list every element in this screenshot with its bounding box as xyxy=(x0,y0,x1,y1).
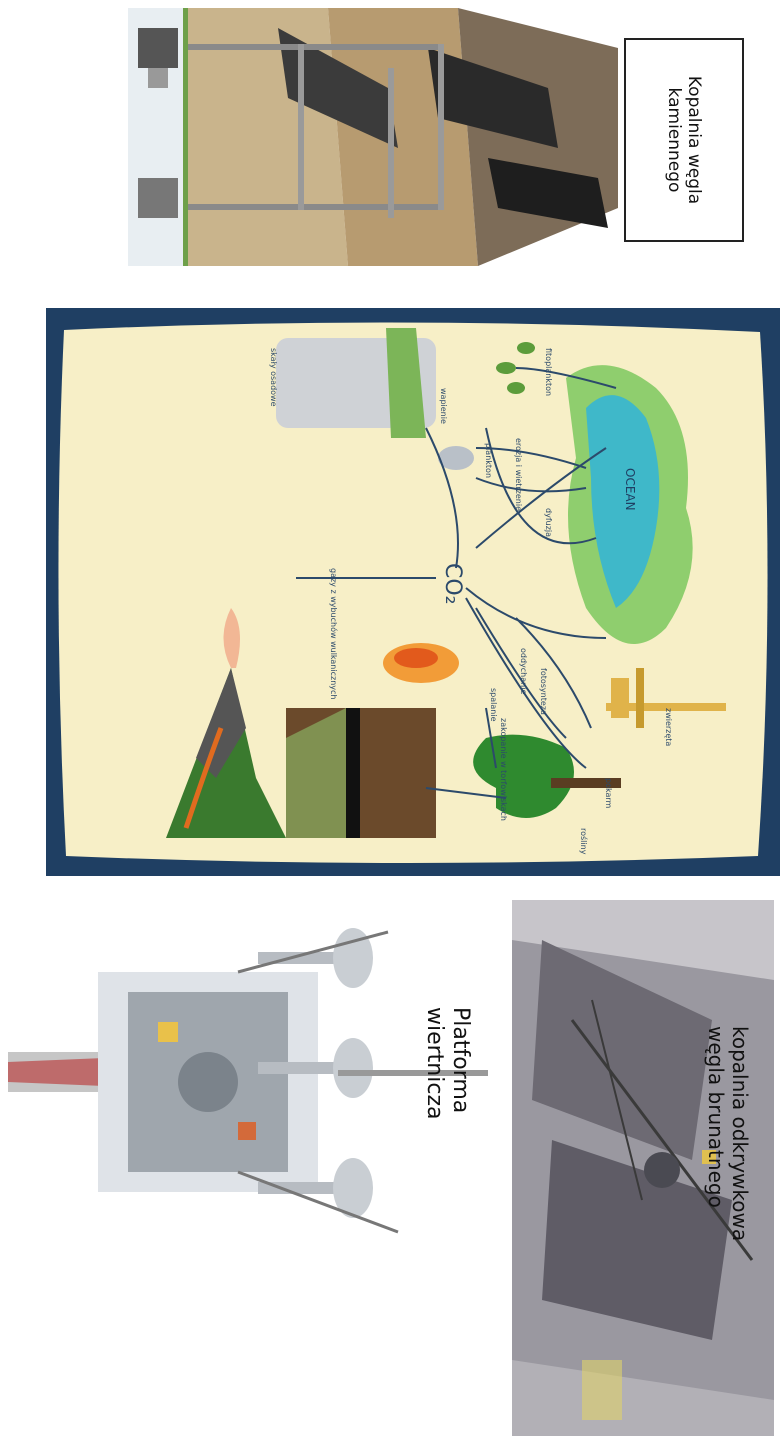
lignite-mine-photo: kopalnia odkrywkowa węgla brunatnego xyxy=(512,900,774,1436)
arrow-label-phytoplankton: fitoplankton xyxy=(544,348,553,396)
arrow-label-burning: spalanie xyxy=(489,688,498,722)
lignite-mine-label: kopalnia odkrywkowa węgla brunatnego xyxy=(696,1026,752,1306)
arrow-label-animals: zwierzęta xyxy=(664,708,673,746)
coal-mine-label: Kopalnia węgla kamiennego xyxy=(664,40,704,240)
ocean-label: OCEAN xyxy=(623,468,637,511)
arrow-label-diffusion: dyfuzja xyxy=(544,508,553,537)
oil-platform-label-line1: Platforma xyxy=(447,1007,473,1177)
carbon-cycle-diagram: CO₂ OCEAN xyxy=(46,308,780,876)
arrow-label-plants: rośliny xyxy=(579,828,589,855)
coal-mine-label-box: Kopalnia węgla kamiennego xyxy=(624,38,744,242)
arrow-label-respiration: oddychanie xyxy=(519,648,528,694)
arrow-label-plankton: plankton xyxy=(484,443,493,478)
lignite-mine-label-line1: kopalnia odkrywkowa xyxy=(728,1026,752,1306)
coal-mine-illustration xyxy=(128,8,618,266)
oil-platform-illustration: Platforma wiertnicza xyxy=(8,912,488,1248)
oil-platform-label: Platforma wiertnicza xyxy=(413,1007,473,1177)
arrow-label-food: pokarm xyxy=(604,778,613,809)
co2-label: CO₂ xyxy=(440,563,465,605)
oil-platform-label-line2: wiertnicza xyxy=(421,1007,447,1177)
coal-mine-drawing xyxy=(128,8,618,266)
coal-mine-label-line2: kamiennego xyxy=(664,40,684,240)
arrow-label-erosion: erozja i wietrzenie xyxy=(514,438,523,511)
arrow-label-peat: zakopanie w torfowiskach xyxy=(499,718,508,821)
coal-mine-label-line1: Kopalnia węgla xyxy=(684,40,704,240)
lignite-mine-label-line2: węgla brunatnego xyxy=(704,1026,728,1306)
arrow-label-sedimentary: skały osadowe xyxy=(269,348,278,407)
arrow-label-limestone: wapienie xyxy=(439,388,448,424)
arrow-label-volcanic-gas: gazy z wybuchów wulkanicznych xyxy=(329,568,339,699)
carbon-cycle-drawing: CO₂ OCEAN xyxy=(46,308,780,876)
arrow-label-photosynthesis: fotosynteza xyxy=(539,668,548,715)
